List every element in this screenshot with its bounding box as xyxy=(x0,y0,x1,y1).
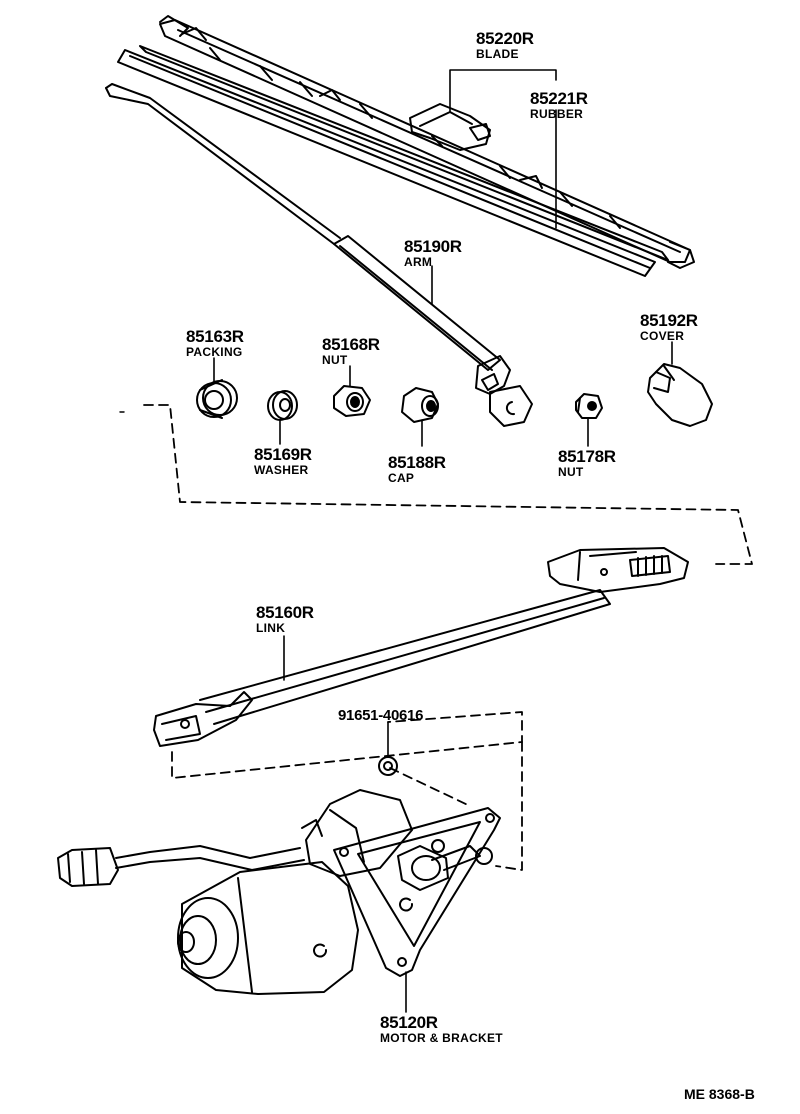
small-nut xyxy=(575,393,603,419)
part-number: 85190R xyxy=(404,237,462,256)
part-number: 91651-40616 xyxy=(338,707,424,724)
alignment-dashes xyxy=(143,404,753,871)
part-number: 85160R xyxy=(256,603,314,622)
part-name: COVER xyxy=(640,329,685,343)
part-number: 85221R xyxy=(530,89,588,108)
label-link: 85160R LINK xyxy=(256,604,314,634)
part-name: NUT xyxy=(322,353,348,367)
part-name: LINK xyxy=(256,621,286,635)
drawing-reference: ME 8368-B xyxy=(684,1086,755,1102)
motor-bracket xyxy=(57,789,501,995)
label-arm: 85190R ARM xyxy=(404,238,462,268)
part-name: WASHER xyxy=(254,463,309,477)
part-number: 85120R xyxy=(380,1013,438,1032)
part-number: 85220R xyxy=(476,29,534,48)
part-name: PACKING xyxy=(186,345,243,359)
label-packing: 85163R PACKING xyxy=(186,328,244,358)
label-nut-85178: 85178R NUT xyxy=(558,448,616,478)
label-cover: 85192R COVER xyxy=(640,312,698,342)
part-number: 85169R xyxy=(254,445,312,464)
label-cap: 85188R CAP xyxy=(388,454,446,484)
bolt xyxy=(378,756,398,776)
label-nut-85168: 85168R NUT xyxy=(322,336,380,366)
part-number: 85188R xyxy=(388,453,446,472)
part-name: RUBBER xyxy=(530,107,584,121)
label-rubber: 85221R RUBBER xyxy=(530,90,588,120)
hex-nut xyxy=(333,385,371,417)
part-name: NUT xyxy=(558,465,584,479)
label-bolt: 91651-40616 xyxy=(338,708,423,723)
part-number: 85178R xyxy=(558,447,616,466)
leader-lines xyxy=(213,69,673,1013)
label-blade: 85220R BLADE xyxy=(476,30,534,60)
part-number: 85168R xyxy=(322,335,380,354)
part-name: CAP xyxy=(388,471,415,485)
wiper-arm xyxy=(105,83,533,427)
part-name: MOTOR & BRACKET xyxy=(380,1031,503,1045)
wiper-link xyxy=(153,547,689,747)
part-name: ARM xyxy=(404,255,433,269)
part-number: 85192R xyxy=(640,311,698,330)
cover xyxy=(647,363,713,427)
cap xyxy=(401,387,439,423)
label-washer: 85169R WASHER xyxy=(254,446,312,476)
part-number: 85163R xyxy=(186,327,244,346)
packing-ring xyxy=(196,379,238,419)
label-motor-bracket: 85120R MOTOR & BRACKET xyxy=(380,1014,503,1044)
washer-ring xyxy=(267,390,298,421)
part-name: BLADE xyxy=(476,47,519,61)
